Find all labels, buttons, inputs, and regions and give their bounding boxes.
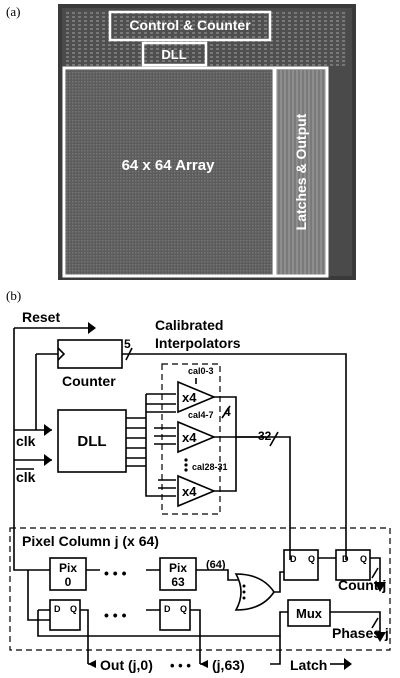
pix63-box — [159, 557, 197, 591]
dff-out63 — [159, 599, 191, 631]
interpolator-1: x4 cal4-7 — [177, 410, 217, 454]
pixel-column-label: Pixel Column j (x 64) — [22, 533, 159, 549]
interpolator-7: x4 cal28-31 — [177, 462, 228, 508]
dff-ellipsis: • • • — [104, 607, 127, 623]
out-j63-label: (j,63) — [212, 657, 245, 673]
counter-clock-icon — [57, 347, 66, 361]
pix-ellipsis: • • • — [104, 565, 127, 581]
counter-clk-wire — [35, 353, 58, 430]
interp-outputs — [214, 396, 266, 492]
bus32-label: 32 — [258, 429, 272, 443]
dff-out63-q: Q — [180, 604, 187, 614]
phases-arrow-icon — [374, 632, 386, 642]
dff-a-d: D — [290, 554, 297, 564]
dll-label: DLL — [77, 433, 106, 450]
clkbar-arrow-icon — [44, 454, 52, 466]
pix0-label-b: 0 — [65, 575, 72, 589]
interp0-label: x4 — [182, 390, 197, 405]
out-j0-label: Out (j,0) — [100, 657, 153, 673]
bus5-label: 5 — [124, 337, 131, 351]
phases-slash — [371, 617, 379, 629]
die-photo: Control & Counter DLL 64 x 64 Array Latc… — [58, 4, 356, 280]
counter-bus — [122, 353, 347, 560]
dff-count-b — [335, 549, 371, 581]
cal1-label: cal4-7 — [188, 410, 214, 420]
pix63-label-a: Pix — [169, 561, 187, 575]
interp1-label: x4 — [182, 430, 197, 445]
panel-b-caption: (b) — [6, 288, 21, 303]
or-count-label: (64) — [206, 559, 226, 571]
pix0-label-a: Pix — [59, 561, 77, 575]
latches-region — [276, 70, 326, 275]
or-gate — [234, 573, 275, 611]
latch-arrow-icon — [344, 658, 352, 670]
bus32-slash — [269, 431, 279, 447]
clkbar-label: clk — [16, 469, 36, 485]
clk-label: clk — [16, 433, 36, 449]
out-dots-label: • • • — [170, 658, 191, 673]
phases-j-label: Phases j — [332, 625, 389, 641]
dll-output-bus — [126, 393, 176, 497]
dll-outline — [141, 41, 208, 67]
dff-out0-q: Q — [70, 604, 77, 614]
dff-b-q: Q — [360, 554, 367, 564]
calibrated-label: Calibrated — [155, 317, 223, 333]
dll-box — [57, 409, 127, 473]
interpolator-dots — [184, 458, 188, 472]
or-dots — [242, 584, 246, 600]
dff-out63-d: D — [164, 604, 171, 614]
latches-output-label: Latches & Output — [293, 113, 309, 230]
dll-chip-label: DLL — [161, 47, 186, 62]
reset-vertical-wire — [13, 328, 28, 571]
panel-a-caption: (a) — [6, 4, 20, 19]
reset-arrow-icon — [88, 322, 96, 334]
latch-label: Latch — [290, 657, 327, 673]
dff-clk-inputs — [289, 550, 347, 560]
latches-outline — [273, 66, 329, 278]
counter-label: Counter — [62, 373, 116, 389]
dff-out-wires — [80, 609, 201, 664]
dff-out0 — [49, 599, 81, 631]
count-slash — [371, 567, 379, 579]
cal2-label: cal28-31 — [192, 462, 228, 472]
pix0-box — [49, 557, 87, 591]
bus4-slash — [221, 405, 231, 419]
or-out-wire — [274, 571, 284, 593]
phases-out-wire — [330, 611, 381, 634]
array-label: 64 x 64 Array — [122, 157, 216, 174]
dff-out0-d: D — [54, 604, 61, 614]
count-out-wire — [370, 557, 381, 584]
bus32-wire — [236, 436, 291, 560]
counter-box — [57, 339, 123, 369]
dff-a-q: Q — [308, 554, 315, 564]
interpolators-label: Interpolators — [155, 335, 241, 351]
interpolator-group — [161, 363, 221, 515]
cal0-label: cal0-3 — [188, 366, 214, 376]
control-outline — [108, 10, 272, 42]
count-j-label: Count j — [338, 577, 386, 593]
interpolator-0: x4 cal0-3 — [177, 366, 217, 414]
interp7-label: x4 — [182, 484, 197, 499]
latch-feed — [270, 636, 281, 665]
reset-label: Reset — [22, 309, 60, 325]
mux-label: Mux — [296, 606, 323, 621]
mux-box — [287, 599, 331, 627]
bus4-label: 4 — [224, 405, 231, 419]
array-region — [66, 70, 272, 275]
bus5-slash — [125, 347, 133, 361]
pix63-label-b: 63 — [171, 575, 185, 589]
count-arrow-icon — [374, 582, 386, 592]
dff-input-wires — [27, 570, 160, 621]
pix-out-wire — [196, 569, 238, 581]
control-counter-label: Control & Counter — [129, 17, 251, 33]
clk-arrow-icon — [44, 424, 52, 436]
